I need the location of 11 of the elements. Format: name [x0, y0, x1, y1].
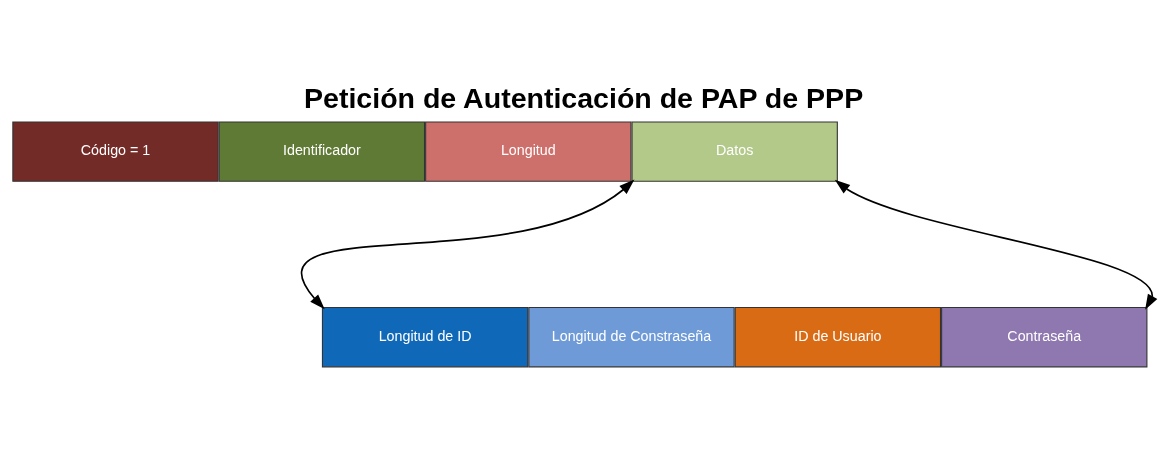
node-box: Longitud de Constraseña	[528, 306, 735, 367]
node-box: Contraseña	[941, 306, 1148, 367]
arrow	[301, 179, 635, 309]
node-box: Código = 1	[12, 120, 219, 182]
node-box: Longitud de ID	[321, 306, 529, 367]
node-box: Longitud	[425, 120, 632, 182]
diagram-title: Petición de Autenticación de PAP de PPP	[304, 81, 864, 114]
arrow	[834, 179, 1158, 310]
node-box: Datos	[631, 120, 838, 182]
node-box: ID de Usuario	[734, 306, 942, 367]
node-box: Identificador	[218, 120, 426, 182]
